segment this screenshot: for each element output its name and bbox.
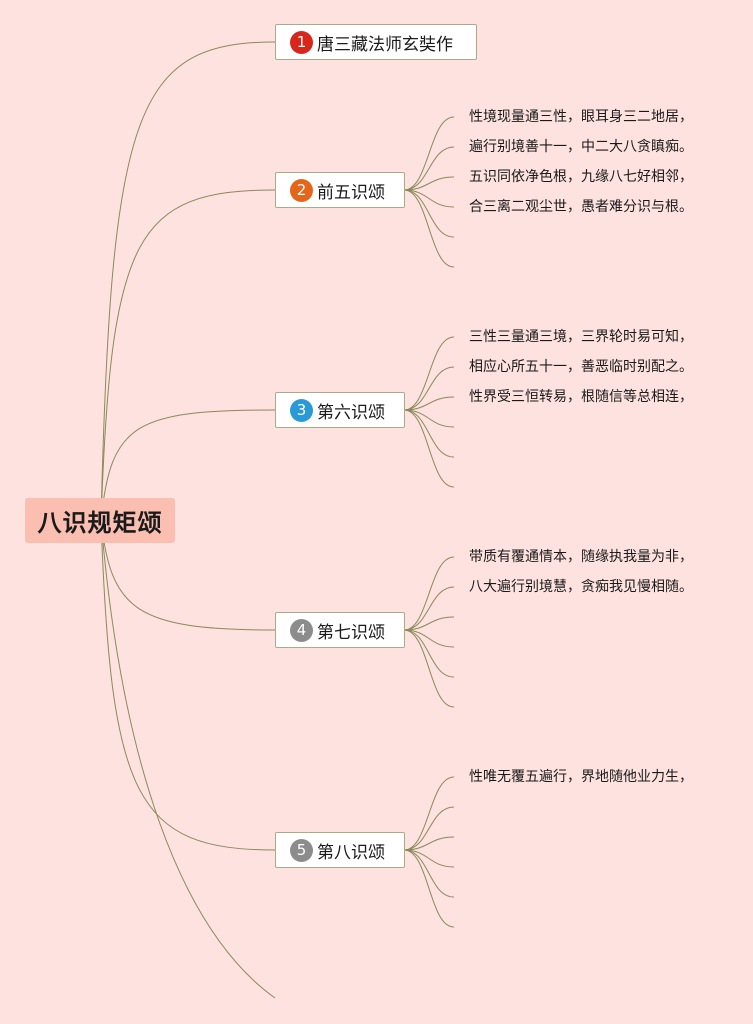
connector-leaf-5-6 bbox=[403, 849, 455, 928]
connector-leaf-2-2 bbox=[403, 146, 455, 191]
connector-branch-4 bbox=[100, 519, 276, 631]
number-badge-icon: 3 bbox=[290, 398, 313, 422]
connector-leaf-3-4 bbox=[403, 409, 455, 428]
connector-branch-2 bbox=[100, 189, 276, 521]
branch-label: 第六识颂 bbox=[317, 402, 385, 423]
connector-leaf-5-1 bbox=[403, 776, 455, 851]
number-badge-icon: 2 bbox=[290, 178, 313, 202]
verse-line: 相应心所五十一，善恶临时别配之。 bbox=[469, 359, 693, 375]
verse-line: 合三离二观尘世，愚者难分识与根。 bbox=[469, 199, 693, 215]
connector-leaf-4-4 bbox=[403, 629, 455, 648]
connector-leaf-2-1 bbox=[403, 116, 455, 191]
connector-leaf-4-5 bbox=[403, 629, 455, 678]
root-label: 八识规矩颂 bbox=[37, 509, 163, 537]
connector-leaf-2-6 bbox=[403, 189, 455, 268]
connector-leaf-2-3 bbox=[403, 176, 455, 191]
number-badge-icon: 5 bbox=[290, 838, 313, 862]
connector-leaf-3-5 bbox=[403, 409, 455, 458]
verse-line: 五识同依净色根，九缘八七好相邻， bbox=[469, 169, 693, 185]
connector-branch-empty bbox=[100, 519, 276, 999]
verse-line: 性境现量通三性，眼耳身三二地居， bbox=[469, 109, 693, 125]
branch-label: 第八识颂 bbox=[317, 842, 385, 863]
connector-leaf-4-2 bbox=[403, 586, 455, 631]
connector-branch-5 bbox=[100, 519, 276, 851]
connector-leaf-3-3 bbox=[403, 396, 455, 411]
connector-leaf-4-3 bbox=[403, 616, 455, 631]
verse-line: 性界受三恒转易，根随信等总相连， bbox=[469, 389, 693, 405]
connector-leaf-5-3 bbox=[403, 836, 455, 851]
branch-label: 唐三藏法师玄奘作 bbox=[317, 34, 453, 55]
branch-label: 第七识颂 bbox=[317, 622, 385, 643]
root-node[interactable]: 八识规矩颂 bbox=[25, 498, 175, 543]
connector-leaf-4-1 bbox=[403, 556, 455, 631]
connector-leaf-5-4 bbox=[403, 849, 455, 868]
verse-line: 三性三量通三境，三界轮时易可知， bbox=[469, 329, 693, 345]
verse-line: 性唯无覆五遍行，界地随他业力生， bbox=[469, 769, 693, 785]
connector-leaf-3-1 bbox=[403, 336, 455, 411]
number-badge-icon: 4 bbox=[290, 618, 313, 642]
connector-leaf-3-6 bbox=[403, 409, 455, 488]
connector-leaf-5-5 bbox=[403, 849, 455, 898]
number-badge-icon: 1 bbox=[290, 30, 313, 54]
verse-line: 带质有覆通情本，随缘执我量为非， bbox=[469, 549, 693, 565]
connector-leaf-2-5 bbox=[403, 189, 455, 238]
connector-leaf-5-2 bbox=[403, 806, 455, 851]
verse-line: 八大遍行别境慧，贪痴我见慢相随。 bbox=[469, 579, 693, 595]
connector-branch-1 bbox=[100, 41, 276, 521]
connector-leaf-2-4 bbox=[403, 189, 455, 208]
connector-branch-3 bbox=[100, 409, 276, 521]
verse-line: 遍行别境善十一，中二大八贪瞋痴。 bbox=[469, 139, 693, 155]
connector-leaf-4-6 bbox=[403, 629, 455, 708]
connector-leaf-3-2 bbox=[403, 366, 455, 411]
branch-label: 前五识颂 bbox=[317, 182, 385, 203]
